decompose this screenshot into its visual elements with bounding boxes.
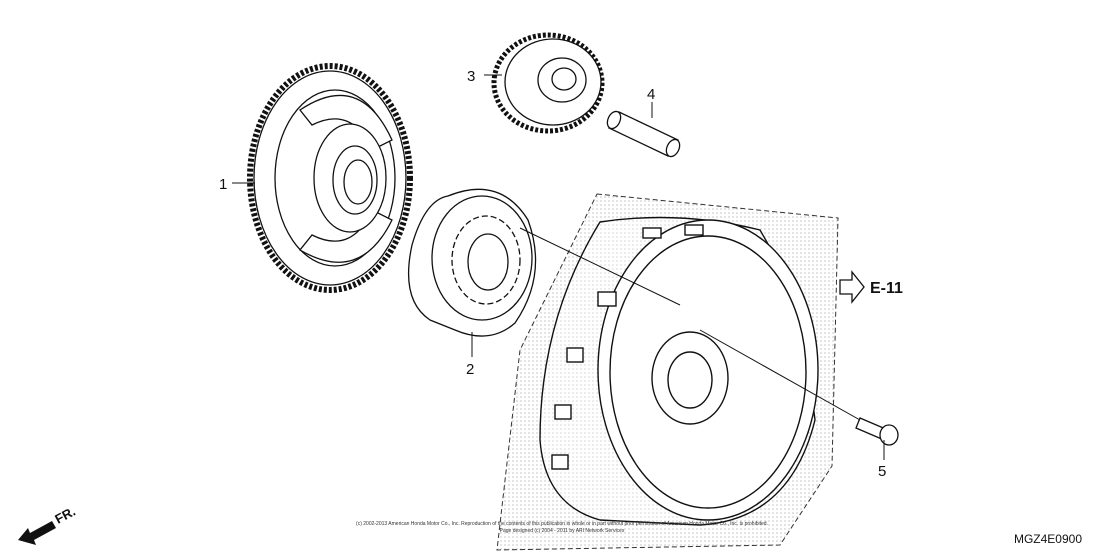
one-way-clutch[interactable] <box>407 188 537 337</box>
callout-5[interactable]: 5 <box>878 463 886 480</box>
copyright-line-1: (c) 2002-2013 American Honda Motor Co., … <box>356 521 768 527</box>
gear-shaft[interactable] <box>605 109 682 158</box>
section-ref-arrow[interactable]: E-11 <box>839 270 903 304</box>
flywheel-bolt[interactable] <box>855 417 899 446</box>
flywheel[interactable] <box>539 216 819 526</box>
callout-3[interactable]: 3 <box>467 68 475 85</box>
starter-driven-gear[interactable] <box>247 63 413 293</box>
hollow-right-arrow-icon <box>839 270 865 304</box>
drawing-code: MGZ4E0900 <box>1013 532 1082 546</box>
front-direction-arrow-icon <box>18 521 56 545</box>
reduction-gear[interactable] <box>491 32 605 134</box>
callout-2[interactable]: 2 <box>466 361 474 378</box>
front-indicator-label: FR. <box>52 504 78 527</box>
copyright-line-2: Page designed (c) 2004 - 2011 by ARI Net… <box>499 528 625 534</box>
leader-lines <box>232 74 885 460</box>
front-indicator: FR. <box>18 504 78 545</box>
copyright-notice: (c) 2002-2013 American Honda Motor Co., … <box>312 521 812 535</box>
callout-4[interactable]: 4 <box>647 86 655 103</box>
section-ref-label[interactable]: E-11 <box>870 280 903 297</box>
callout-1[interactable]: 1 <box>219 176 227 193</box>
